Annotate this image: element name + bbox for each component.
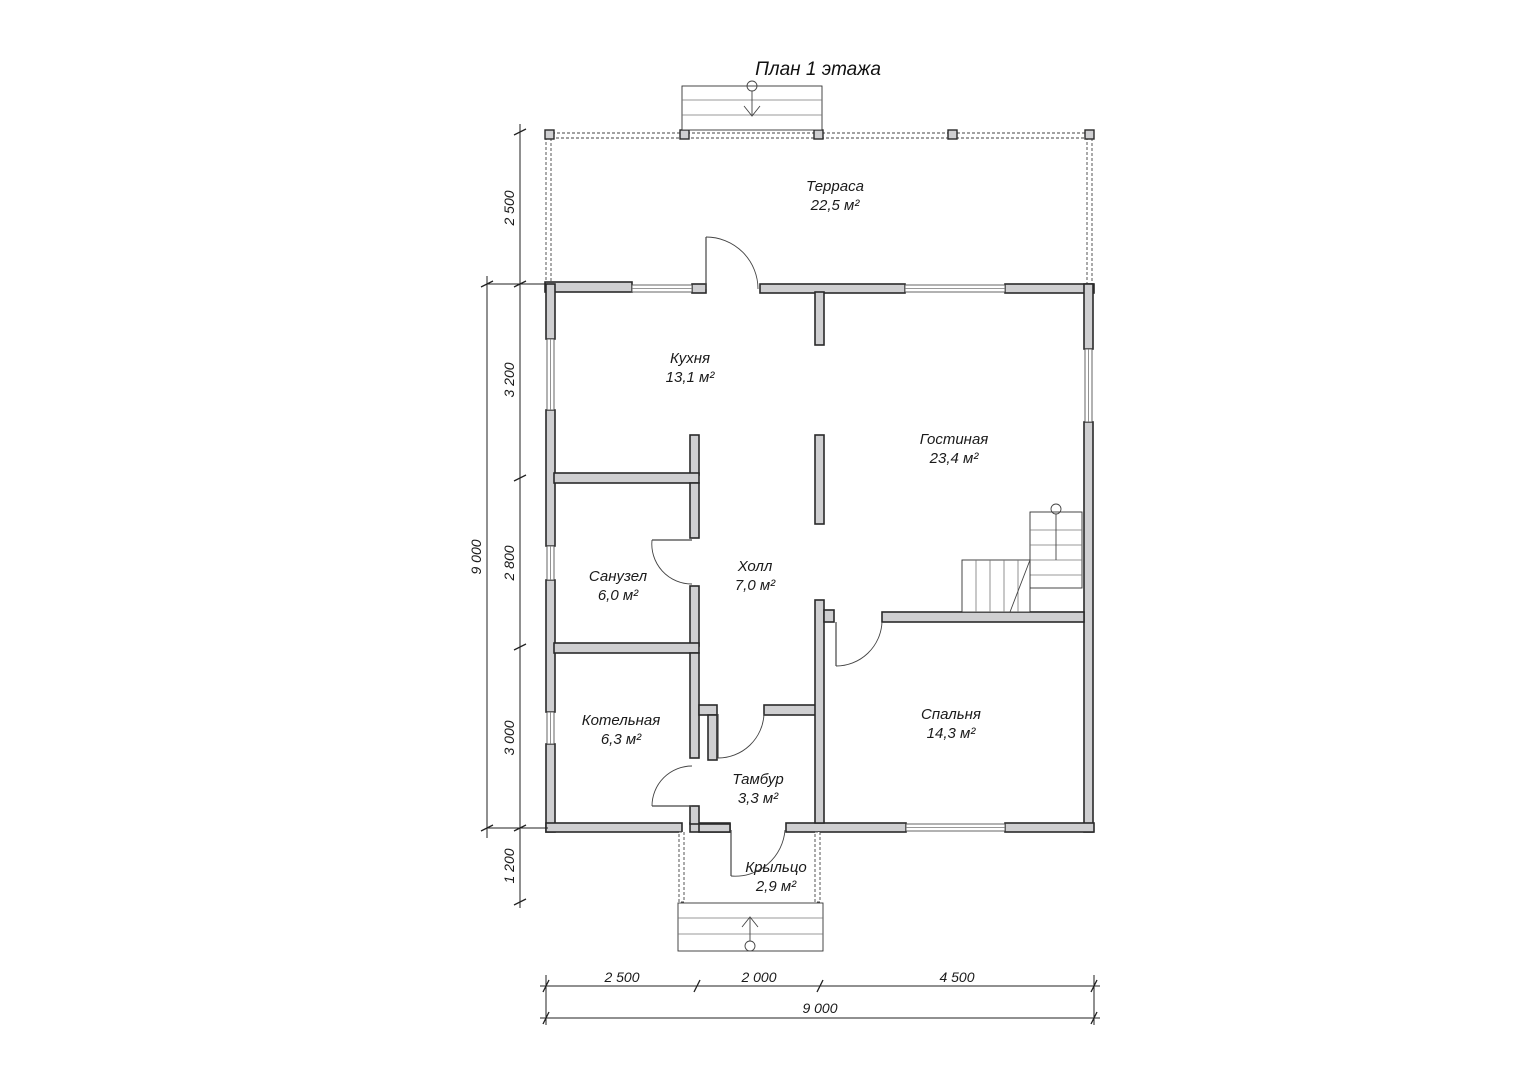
terrace-steps — [681, 80, 823, 131]
room-label-bathroom: Санузел 6,0 м² — [589, 568, 648, 604]
dimension-lines-bottom — [540, 975, 1100, 1025]
room-label-porch: Крыльцо 2,9 м² — [745, 859, 807, 895]
porch-steps — [677, 902, 824, 952]
dim-left-2: 3 200 — [501, 362, 517, 397]
room-label-boiler: Котельная 6,3 м² — [582, 712, 660, 748]
svg-text:Санузел: Санузел — [589, 568, 648, 585]
dim-bottom-total: 9 000 — [802, 1000, 837, 1016]
room-label-terrace: Терраса 22,5 м² — [806, 178, 864, 214]
plan-title: План 1 этажа — [755, 59, 881, 80]
room-label-living: Гостиная 23,4 м² — [920, 431, 989, 467]
dim-bottom-3: 4 500 — [939, 969, 974, 985]
svg-text:Тамбур: Тамбур — [732, 771, 783, 788]
dim-left-total: 9 000 — [468, 539, 484, 574]
dim-left-5: 1 200 — [501, 848, 517, 883]
room-label-hall: Холл 7,0 м² — [735, 558, 776, 594]
svg-text:23,4 м²: 23,4 м² — [929, 450, 980, 467]
windows — [546, 284, 1093, 832]
svg-text:7,0 м²: 7,0 м² — [735, 577, 776, 594]
svg-text:Кухня: Кухня — [670, 350, 710, 367]
svg-text:2,9 м²: 2,9 м² — [755, 878, 797, 895]
dim-left-3: 2 800 — [501, 545, 517, 581]
doors — [651, 236, 883, 877]
svg-text:Гостиная: Гостиная — [920, 431, 989, 448]
svg-text:6,3 м²: 6,3 м² — [601, 731, 642, 748]
room-label-kitchen: Кухня 13,1 м² — [666, 350, 716, 386]
dim-bottom-2: 2 000 — [740, 969, 776, 985]
porch-railing — [678, 831, 821, 903]
dim-left-1: 2 500 — [501, 190, 517, 226]
svg-text:3,3 м²: 3,3 м² — [738, 790, 779, 807]
svg-text:22,5 м²: 22,5 м² — [810, 197, 861, 214]
svg-text:Холл: Холл — [737, 558, 773, 575]
staircase — [961, 503, 1083, 613]
svg-text:6,0 м²: 6,0 м² — [598, 587, 639, 604]
svg-text:Крыльцо: Крыльцо — [745, 859, 807, 876]
svg-text:Терраса: Терраса — [806, 178, 864, 195]
interior-walls — [553, 291, 1085, 833]
room-label-bedroom: Спальня 14,3 м² — [921, 706, 981, 742]
dimension-lines-left — [480, 124, 548, 908]
svg-text:13,1 м²: 13,1 м² — [666, 369, 716, 386]
room-label-vestibule: Тамбур 3,3 м² — [732, 771, 783, 807]
svg-text:Котельная: Котельная — [582, 712, 660, 729]
svg-text:14,3 м²: 14,3 м² — [927, 725, 977, 742]
svg-text:Спальня: Спальня — [921, 706, 981, 723]
dim-left-4: 3 000 — [501, 720, 517, 755]
dim-bottom-1: 2 500 — [603, 969, 639, 985]
